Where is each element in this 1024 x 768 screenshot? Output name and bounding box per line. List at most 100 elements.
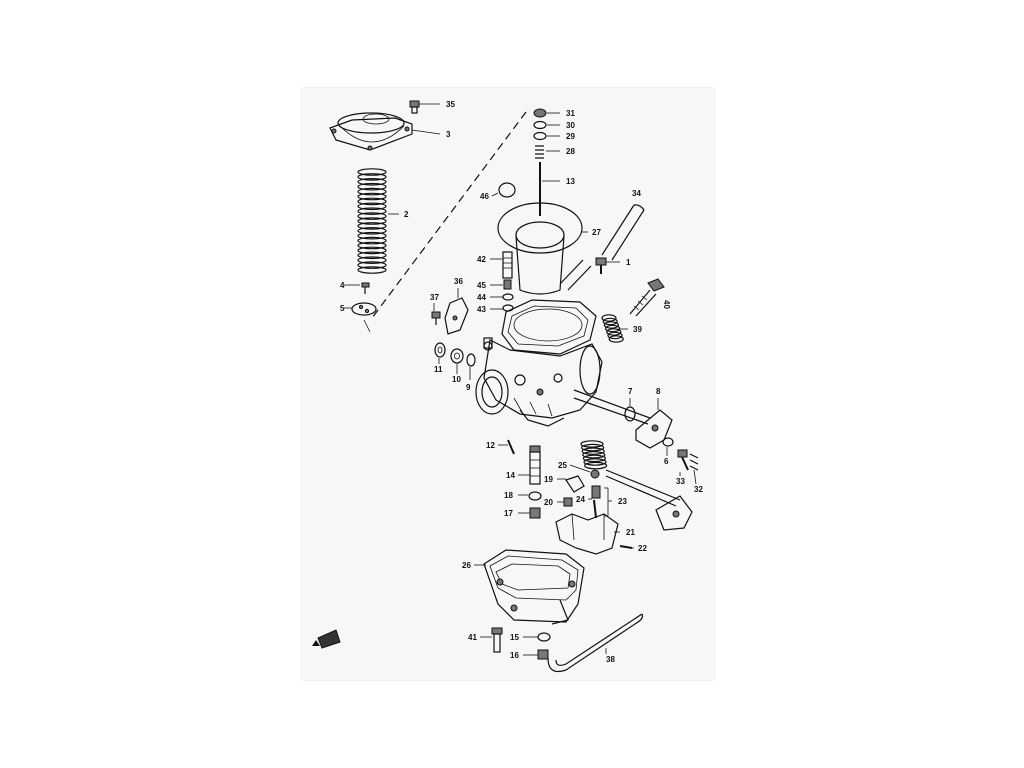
callout-label-46: 46 (480, 192, 489, 201)
callout-label-23: 23 (618, 497, 627, 506)
spring-coil (357, 241, 387, 250)
spring-coil (357, 182, 387, 191)
part-1-screw (595, 257, 607, 274)
part-11-washer (434, 342, 446, 358)
part-24-valve (591, 485, 601, 499)
callout-leader-46 (491, 192, 499, 197)
part-14-emulsion-tube (529, 445, 541, 485)
callout-leader-3 (411, 129, 441, 135)
callout-label-39: 39 (633, 325, 642, 334)
part-40-bolt (629, 278, 665, 317)
callout-label-7: 7 (628, 387, 633, 396)
callout-label-21: 21 (626, 528, 635, 537)
callout-label-13: 13 (566, 177, 575, 186)
carburetor-body (475, 299, 651, 427)
callout-label-30: 30 (566, 121, 575, 130)
spring-coil (602, 317, 618, 326)
callout-label-8: 8 (656, 387, 661, 396)
part-25-screw (590, 469, 600, 479)
part-12-pin (507, 439, 515, 455)
callout-label-25: 25 (558, 461, 567, 470)
spring-coil (357, 261, 387, 269)
hose-segment (559, 259, 592, 291)
callout-label-44: 44 (477, 293, 486, 302)
callout-label-36: 36 (454, 277, 463, 286)
part-31-nut (533, 108, 547, 118)
spring-coil (583, 461, 608, 470)
callout-label-22: 22 (638, 544, 647, 553)
spring-coil (357, 217, 387, 225)
part-42-jet-holder (502, 251, 513, 279)
callout-label-29: 29 (566, 132, 575, 141)
callout-label-40: 40 (662, 300, 671, 309)
spring-coil (581, 447, 605, 456)
spring-coil (582, 450, 606, 459)
part-26-float-bowl (483, 549, 585, 625)
part-16-drain-screw (537, 649, 549, 660)
callout-label-1: 1 (626, 258, 631, 267)
callout-label-5: 5 (340, 304, 345, 313)
spring-coil (582, 454, 607, 463)
part-36-bracket (444, 297, 469, 335)
callout-label-34: 34 (632, 189, 641, 198)
spring-coil (357, 266, 387, 274)
callout-label-33: 33 (676, 477, 685, 486)
callout-label-20: 20 (544, 498, 553, 507)
spring-coil (357, 202, 387, 211)
part-19-clip (565, 475, 585, 493)
part-41-screw (491, 627, 503, 653)
spring-coil (357, 236, 387, 245)
part-30-washer (533, 120, 547, 130)
part-27-diaphragm-piston (497, 202, 583, 295)
callout-label-18: 18 (504, 491, 513, 500)
callout-label-32: 32 (694, 485, 703, 494)
callout-label-26: 26 (462, 561, 471, 570)
spring-coil (357, 168, 387, 176)
part-20-screw (563, 497, 573, 507)
callout-label-41: 41 (468, 633, 477, 642)
spring-coil (357, 192, 387, 201)
throttle-shaft (605, 469, 693, 531)
callout-label-42: 42 (477, 255, 486, 264)
part-8-lever (635, 409, 673, 449)
spring-coil (357, 187, 387, 196)
part-28-spring-clip (535, 145, 544, 159)
callout-label-2: 2 (404, 210, 409, 219)
part-34-hose (601, 204, 645, 261)
part-46-cap (498, 182, 516, 198)
callout-label-12: 12 (486, 441, 495, 450)
spring-coil (603, 321, 620, 329)
spring-coil (357, 246, 387, 255)
part-45-jet (503, 279, 512, 290)
spring-coil (606, 328, 622, 336)
callout-label-4: 4 (340, 281, 345, 290)
diagram-sheet (302, 88, 714, 680)
part-29-washer (533, 131, 547, 141)
callout-label-35: 35 (446, 100, 455, 109)
spring-coil (604, 324, 621, 333)
part-15-oring (537, 632, 551, 642)
spring-coil (357, 227, 387, 235)
front-direction-arrow-icon (312, 629, 341, 649)
callout-leader-32 (693, 469, 697, 485)
part-5-plate (351, 302, 377, 333)
part-18-washer (528, 491, 542, 501)
spring-coil (580, 443, 605, 452)
spring-coil (601, 314, 617, 322)
spring-coil (357, 173, 387, 181)
part-9-oring (466, 353, 476, 367)
spring-coil (357, 256, 387, 265)
callout-label-14: 14 (506, 471, 515, 480)
callout-label-19: 19 (544, 475, 553, 484)
spring-coil (357, 207, 387, 216)
spring-coil (607, 331, 623, 340)
part-2-spring (357, 168, 387, 274)
callout-label-15: 15 (510, 633, 519, 642)
spring-coil (357, 222, 387, 230)
callout-label-28: 28 (566, 147, 575, 156)
spring-coil (608, 335, 624, 343)
part-22-pin (619, 545, 633, 549)
part-33-screw (677, 449, 689, 471)
